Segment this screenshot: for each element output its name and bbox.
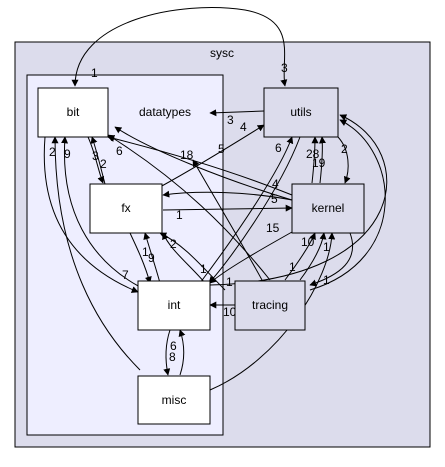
edge-label: 1 [289,260,296,274]
edge-label: 1 [176,208,183,222]
edge-bit-int-2 [61,136,141,288]
node-kernel[interactable]: kernel [291,183,365,234]
edge-fx-bit [90,136,106,185]
edge-kernel-utils-2 [318,136,326,184]
edge-label: 6 [170,339,177,353]
node-bit-label: bit [67,105,80,119]
edge-label: 10 [223,305,237,319]
edge-label: 8 [169,350,176,364]
node-misc[interactable]: misc [137,375,211,425]
edge-label: 5 [271,192,278,206]
node-utils-label: utils [290,105,311,119]
edge-bit-fx [87,136,105,184]
edge-bit-utils-arc [71,7,288,87]
edge-label: 15 [266,221,280,235]
edge-label: 3 [281,61,288,75]
edge-utils-int [208,136,301,284]
edge-labels: 1 3 3 2 9 3 2 6 18 4 5 6 28 19 2 4 5 1 2… [49,61,348,364]
edge-fx-int [129,232,152,284]
node-misc-label: misc [162,393,187,407]
edge-label: 2 [170,237,177,251]
edge-label: 2 [100,157,107,171]
edges [43,7,388,391]
edge-label: 1 [142,245,149,259]
edge-label: 1 [91,66,98,80]
datatypes-cluster-label: datatypes [139,105,191,119]
edge-int-misc [163,329,171,376]
node-utils[interactable]: utils [263,87,339,138]
edge-label: 4 [240,120,247,134]
edge-kernel-utils [311,136,319,184]
edge-label: 19 [312,156,326,170]
edge-label: 1 [226,275,233,289]
sysc-cluster-label: sysc [210,46,234,60]
edge-bit-misc [51,136,141,371]
node-fx[interactable]: fx [89,183,163,234]
edge-bit-int [43,136,139,293]
edge-kernel-tracing [309,232,354,287]
edge-label: 9 [148,251,155,265]
edge-label: 1 [323,240,330,254]
edge-kernel-bit-2 [114,126,293,201]
edge-label: 1 [200,262,207,276]
edge-label: 7 [122,268,129,282]
edge-utils-kernel [337,136,351,184]
edge-utils-datatypes [209,109,265,117]
edge-utils-tracing [309,119,386,291]
edge-int-utils [199,136,294,284]
edge-label: 18 [180,148,194,162]
edge-label: 4 [272,177,279,191]
edge-label: 2 [49,145,56,159]
node-kernel-label: kernel [312,201,345,215]
edge-tracing-fx [159,232,226,291]
edge-label: 3 [92,149,99,163]
edge-label: 1 [323,273,330,287]
edge-label: 10 [301,235,315,249]
node-int[interactable]: int [137,280,211,331]
edge-int-fx [143,232,161,284]
edge-label: 2 [341,142,348,156]
edge-utils-int-2 [209,114,388,286]
edge-label: 6 [116,144,123,158]
node-fx-label: fx [121,201,130,215]
node-bit[interactable]: bit [37,87,109,138]
edge-misc-int [178,329,186,376]
edge-tracing-kernel-2 [299,232,327,281]
edge-fx-kernel [162,204,293,212]
edge-tracing-datatypes [192,159,263,281]
edge-label: 5 [218,142,225,156]
edge-tracing-bit [107,134,271,281]
edge-label: 9 [64,147,71,161]
edge-label: 28 [306,147,320,161]
edge-label: 3 [227,113,234,127]
node-tracing-label: tracing [252,298,288,312]
node-int-label: int [168,298,181,312]
edge-label: 6 [275,141,282,155]
node-tracing[interactable]: tracing [234,280,306,331]
edge-fx-utils [159,124,265,188]
edge-kernel-fx [162,190,293,201]
